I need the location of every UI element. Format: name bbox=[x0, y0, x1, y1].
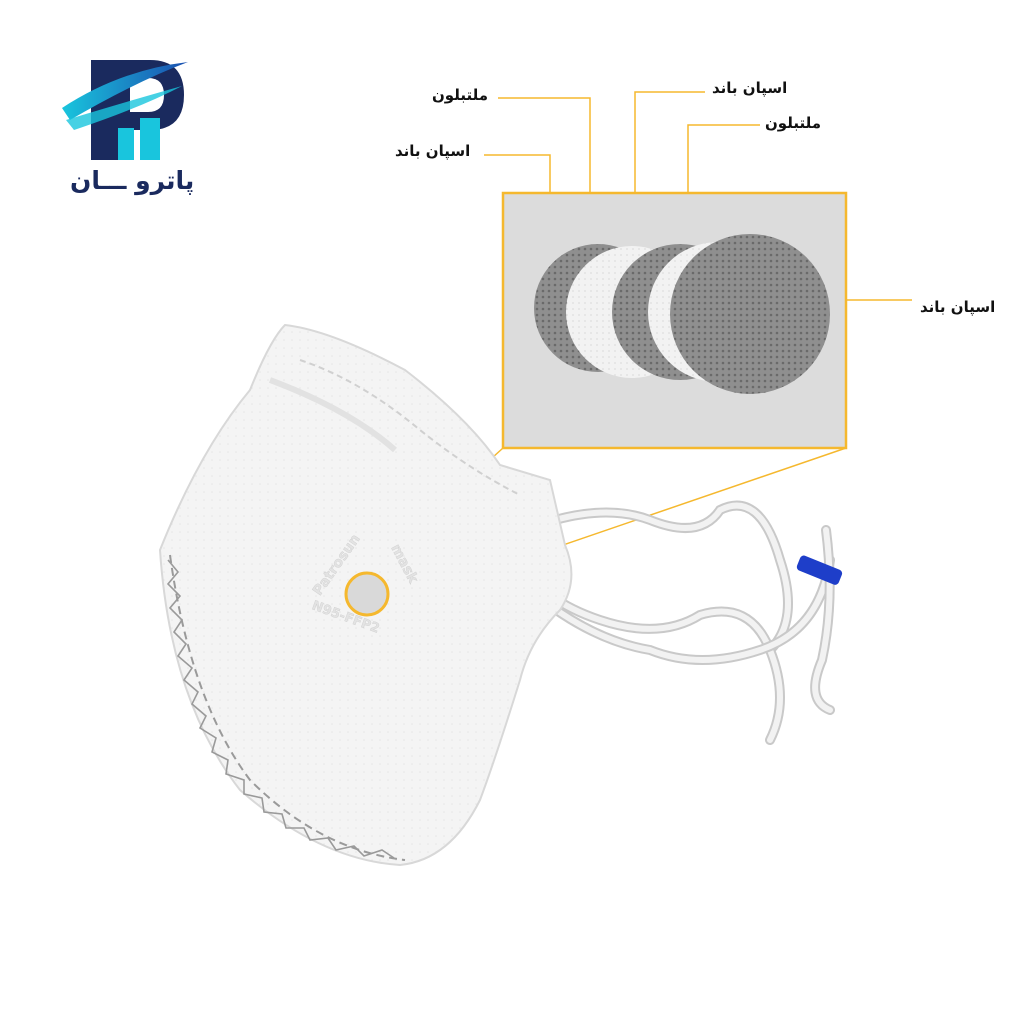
brand-name: پاترو ـــان bbox=[70, 166, 195, 195]
label-meltblown-top-right: ملتبلون bbox=[765, 114, 821, 132]
label-spunbond-top: اسپان باند bbox=[712, 79, 788, 97]
filter-layers bbox=[534, 234, 830, 394]
strap-clip bbox=[796, 555, 843, 585]
ear-straps bbox=[515, 500, 835, 745]
mask-body: Patrosun mask N95-FFP2 bbox=[158, 323, 573, 867]
brand-logo bbox=[62, 60, 188, 160]
layer-spunbond-3 bbox=[670, 234, 830, 394]
label-spunbond-right: اسپان باند bbox=[920, 298, 996, 316]
label-meltblown-top-left: ملتبلون bbox=[432, 86, 488, 104]
exhalation-valve-marker bbox=[344, 571, 390, 617]
label-spunbond-left: اسپان باند bbox=[395, 142, 471, 160]
